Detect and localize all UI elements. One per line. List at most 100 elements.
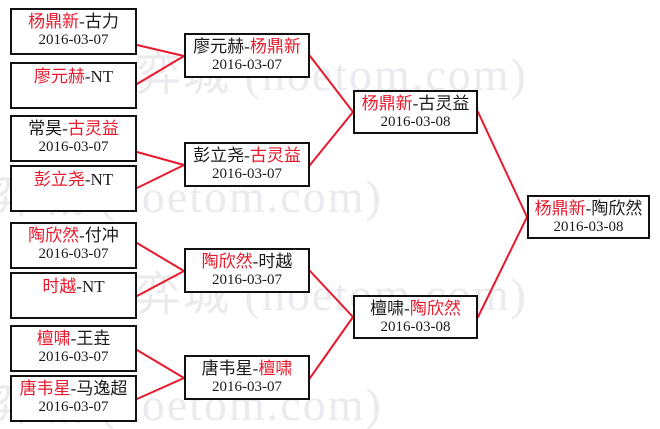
match-loser: 马逸超 (76, 379, 128, 398)
match-separator: - (585, 199, 592, 218)
match-loser: NT (90, 67, 114, 86)
match-winner: 杨鼎新 (249, 37, 301, 56)
match-separator: - (404, 299, 410, 318)
match-box-r1m4[interactable]: 彭立尧-NT (10, 165, 137, 212)
match-players: 杨鼎新-古灵益 (355, 94, 476, 114)
match-players: 常昊-古灵益 (12, 119, 135, 139)
match-loser: 常昊 (28, 119, 63, 138)
connector-r2m2-to-r3m1 (309, 111, 354, 166)
match-winner: 时越 (42, 277, 77, 296)
match-winner: 陶欣然 (201, 252, 253, 271)
match-separator: - (84, 67, 91, 86)
connector-r2m4-to-r3m2 (309, 316, 354, 379)
match-winner: 杨鼎新 (28, 12, 80, 31)
match-box-r1m2[interactable]: 廖元赫-NT (10, 62, 137, 109)
match-date: 2016-03-08 (380, 114, 451, 131)
match-winner: 陶欣然 (28, 226, 80, 245)
connector-r2m3-to-r3m2 (309, 270, 354, 318)
match-loser: NT (90, 170, 114, 189)
match-winner: 彭立尧 (33, 170, 85, 189)
match-players: 陶欣然-付冲 (12, 226, 135, 246)
match-winner: 陶欣然 (409, 299, 461, 318)
match-separator: - (84, 170, 91, 189)
match-box-r1m6[interactable]: 时越-NT (10, 272, 137, 319)
match-players: 时越-NT (12, 276, 135, 297)
match-separator: - (79, 226, 85, 245)
match-date: 2016-03-07 (38, 399, 109, 416)
match-players: 廖元赫-杨鼎新 (186, 37, 308, 57)
match-date: 2016-03-07 (38, 32, 109, 49)
match-winner: 廖元赫 (33, 67, 85, 86)
connector-r1m5-to-r2m3 (136, 242, 185, 272)
match-winner: 古灵益 (249, 146, 301, 165)
connector-r1m1-to-r2m1 (136, 44, 185, 57)
match-separator: - (76, 277, 82, 296)
match-players: 廖元赫-NT (12, 66, 135, 87)
match-date: 2016-03-07 (212, 379, 282, 396)
match-players: 杨鼎新-陶欣然 (529, 199, 648, 219)
match-loser: 付冲 (84, 226, 119, 245)
match-separator: - (244, 37, 250, 56)
match-players: 陶欣然-时越 (186, 252, 308, 272)
match-players: 彭立尧-NT (12, 169, 135, 190)
match-players: 杨鼎新-古力 (12, 12, 135, 32)
connector-r1m7-to-r2m4 (136, 349, 185, 379)
connector-r1m3-to-r2m2 (136, 151, 185, 166)
match-loser: 古力 (84, 12, 119, 31)
match-winner: 杨鼎新 (534, 199, 586, 218)
match-date: 2016-03-07 (212, 57, 282, 74)
match-loser: 陶欣然 (591, 199, 643, 218)
match-players: 檀啸-陶欣然 (355, 299, 476, 319)
match-players: 檀啸-王垚 (12, 329, 135, 349)
match-players: 唐韦星-檀啸 (186, 359, 308, 379)
match-loser: 唐韦星 (201, 359, 253, 378)
connector-r1m4-to-r2m2 (136, 164, 185, 189)
match-date: 2016-03-07 (212, 166, 282, 183)
match-separator: - (412, 94, 419, 113)
match-winner: 杨鼎新 (361, 94, 413, 113)
match-date: 2016-03-07 (38, 139, 109, 156)
match-separator: - (70, 379, 77, 398)
match-separator: - (79, 12, 85, 31)
connector-r1m2-to-r2m1 (136, 55, 185, 85)
match-loser: 古灵益 (418, 94, 470, 113)
connector-r1m8-to-r2m4 (136, 377, 185, 400)
match-winner: 唐韦星 (19, 379, 71, 398)
match-loser: 时越 (258, 252, 293, 271)
match-date: 2016-03-08 (553, 219, 624, 236)
match-winner: 古灵益 (67, 119, 119, 138)
match-date: 2016-03-08 (380, 319, 451, 336)
connector-r3m2-to-final (477, 216, 528, 318)
connector-r3m1-to-final (477, 111, 528, 218)
match-date: 2016-03-07 (212, 272, 282, 289)
match-players: 彭立尧-古灵益 (186, 146, 308, 166)
connector-r2m1-to-r3m1 (309, 55, 354, 113)
match-loser: 廖元赫 (193, 37, 245, 56)
match-date: 2016-03-07 (38, 349, 109, 366)
match-separator: - (244, 146, 250, 165)
match-separator: - (252, 252, 259, 271)
match-separator: - (70, 329, 77, 348)
match-winner: 檀啸 (36, 329, 71, 348)
match-loser: 王垚 (76, 329, 111, 348)
match-loser: NT (82, 277, 105, 296)
connector-r1m6-to-r2m3 (136, 270, 185, 297)
match-loser: 檀啸 (370, 299, 405, 318)
match-loser: 彭立尧 (193, 146, 245, 165)
match-winner: 檀啸 (258, 359, 293, 378)
match-date: 2016-03-07 (38, 246, 109, 263)
match-separator: - (62, 119, 68, 138)
